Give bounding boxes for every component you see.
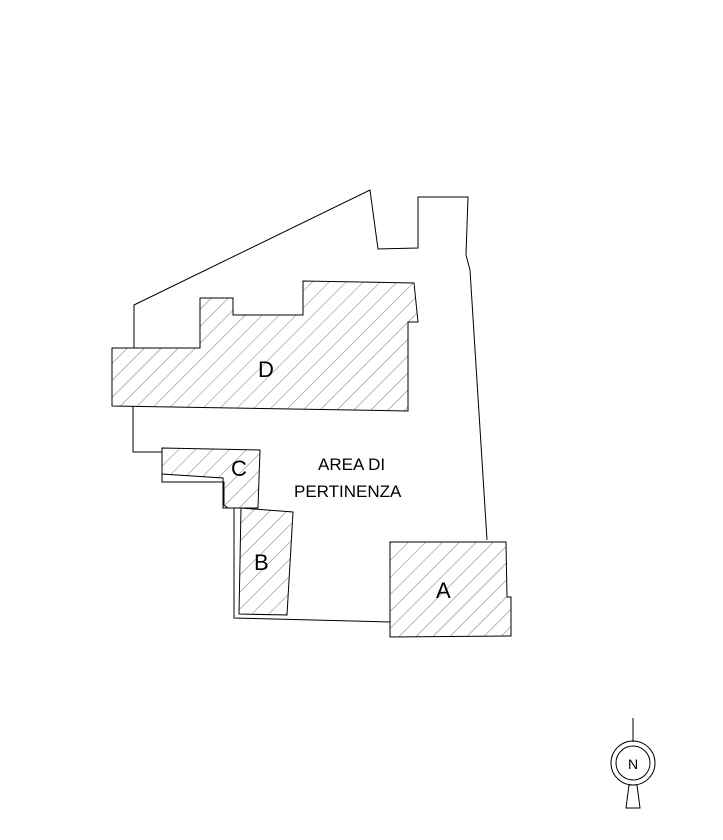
site-boundary bbox=[112, 189, 488, 541]
building-d-label: D bbox=[258, 357, 274, 382]
area-label-line2: PERTINENZA bbox=[294, 482, 402, 501]
building-d bbox=[111, 280, 419, 412]
building-a-label: A bbox=[436, 578, 451, 603]
building-b bbox=[238, 507, 294, 616]
north-arrow-icon: N bbox=[610, 718, 656, 809]
compass-label: N bbox=[628, 756, 638, 772]
building-a bbox=[389, 541, 512, 638]
area-label-line1: AREA DI bbox=[318, 455, 385, 474]
building-c-label: C bbox=[231, 456, 247, 481]
building-b-label: B bbox=[254, 550, 269, 575]
building-c bbox=[161, 447, 261, 509]
